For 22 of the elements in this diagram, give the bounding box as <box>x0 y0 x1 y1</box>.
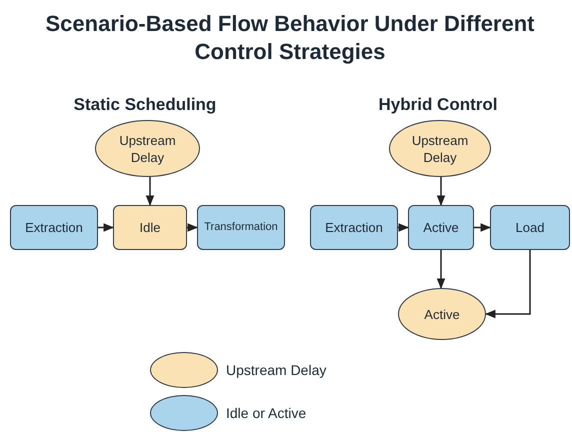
arrow <box>398 223 410 232</box>
process-box: Load <box>490 205 570 250</box>
process-box: Active <box>408 205 474 250</box>
arrow <box>436 177 446 206</box>
legend-text: Upstream Delay <box>226 360 326 380</box>
ellipse-node: Upstream Delay <box>389 120 491 177</box>
ellipse-node: Active <box>398 288 486 340</box>
arrow <box>98 223 114 232</box>
arrow <box>474 223 492 232</box>
diagram-title: Scenario-Based Flow Behavior Under Different Control Strategies <box>44 10 536 66</box>
process-box: Transformation <box>197 205 285 250</box>
arrow <box>187 223 198 232</box>
ellipse-node: Upstream Delay <box>95 120 200 177</box>
arrow <box>146 177 154 206</box>
section-heading: Hybrid Control <box>378 94 498 116</box>
process-box: Extraction <box>10 205 98 250</box>
legend-text: Idle or Active <box>226 404 306 422</box>
arrow <box>436 250 446 290</box>
process-box: Idle <box>113 205 187 250</box>
arrow <box>484 250 531 318</box>
process-box: Extraction <box>310 205 398 250</box>
section-heading: Static Scheduling <box>74 94 216 116</box>
